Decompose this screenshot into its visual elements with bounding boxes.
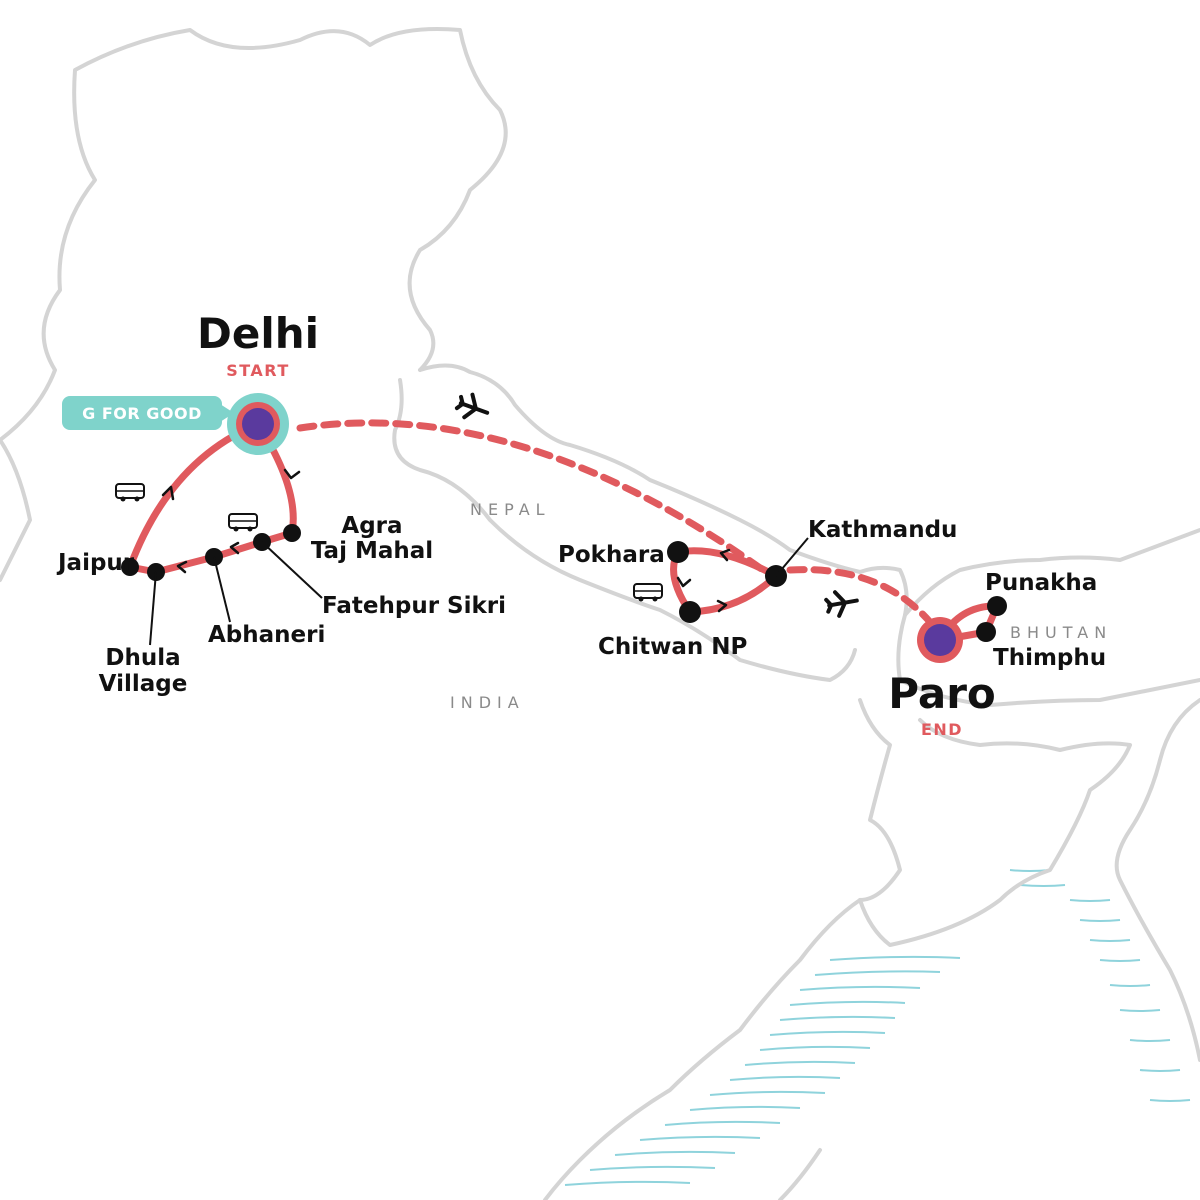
leader-lines xyxy=(149,537,809,646)
bus-icon xyxy=(633,583,663,602)
city-label-paro: Paro xyxy=(888,669,996,718)
flight-route-kathmandu-paro xyxy=(786,566,934,626)
stop-pokhara xyxy=(667,541,689,563)
city-label-thimphu: Thimphu xyxy=(993,645,1106,671)
country-borders xyxy=(0,27,1200,1200)
stop-thimphu xyxy=(976,622,996,642)
stop-agra xyxy=(283,524,301,542)
bus-icon xyxy=(228,513,258,532)
start-tag: START xyxy=(226,361,290,380)
city-label-chitwan: Chitwan NP xyxy=(598,634,747,660)
city-label-abhaneri: Abhaneri xyxy=(208,622,325,648)
flight-route-delhi-kathmandu xyxy=(296,419,774,579)
city-label-fatehpur-sikri: Fatehpur Sikri xyxy=(322,593,506,619)
city-label-delhi: Delhi xyxy=(197,309,319,358)
city-label-agra: Agra xyxy=(341,513,402,539)
delhi-hub-marker xyxy=(227,393,289,455)
g-for-good-badge: G FOR GOOD xyxy=(62,396,234,430)
city-label-jaipur: Jaipur xyxy=(56,550,135,576)
country-label-bhutan: BHUTAN xyxy=(1010,623,1112,642)
city-label-pokhara: Pokhara xyxy=(558,542,665,568)
city-label-dhula: Dhula xyxy=(105,645,180,671)
bay-of-bengal-water xyxy=(564,869,1191,1186)
direction-chevron-icon xyxy=(161,468,731,613)
g-for-good-label: G FOR GOOD xyxy=(82,404,202,423)
city-label-kathmandu: Kathmandu xyxy=(808,517,957,543)
stop-jaipur xyxy=(121,558,139,576)
paro-hub-marker xyxy=(917,617,963,663)
city-label-punakha: Punakha xyxy=(985,570,1097,596)
city-label-village: Village xyxy=(99,671,188,697)
airplane-icon xyxy=(454,392,490,420)
stop-punakha xyxy=(987,596,1007,616)
bus-icon xyxy=(115,483,145,502)
end-tag: END xyxy=(921,720,963,739)
city-label-taj-mahal: Taj Mahal xyxy=(311,538,433,564)
country-label-india: INDIA xyxy=(450,693,525,712)
stop-chitwan xyxy=(679,601,701,623)
country-label-nepal: NEPAL xyxy=(470,500,551,519)
airplane-icon xyxy=(824,590,859,618)
